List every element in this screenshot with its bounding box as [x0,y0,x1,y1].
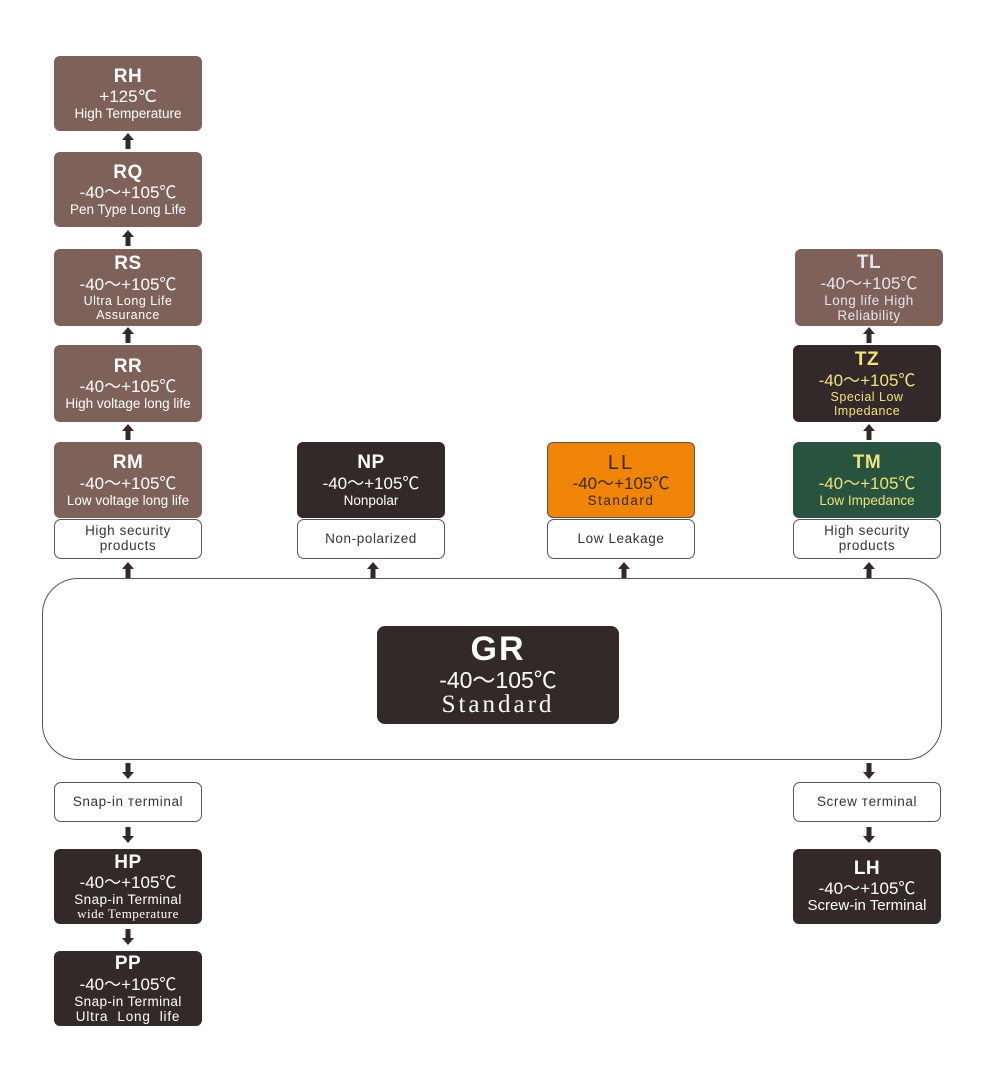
node-code: PP [114,953,142,975]
arrow-up-icon [122,133,134,149]
arrow-up-icon [863,327,875,343]
arrow-up-icon [367,562,379,578]
category-label: Non-polarized [325,530,417,546]
node-hp[interactable]: HP -40～+105℃ Snap-in Terminal wide Tempe… [54,849,202,924]
node-temp: -40～+105℃ [79,473,177,493]
hub-container [42,578,942,760]
node-temp: -40～+105℃ [820,273,918,293]
node-temp: -40～+105℃ [79,183,177,203]
node-rm[interactable]: RM -40～+105℃ Low voltage long life [54,442,202,518]
node-code: RH [113,65,143,87]
node-desc: High Temperature [74,106,182,122]
category-high-security-right[interactable]: High security products [793,519,941,559]
arrow-up-icon [122,562,134,578]
node-code: LL [607,451,635,474]
node-code: NP [357,452,385,474]
node-lh[interactable]: LH -40～+105℃ Screw-in Terminal [793,849,941,924]
node-desc: Snap-in Terminal [74,891,182,907]
category-non-polarized[interactable]: Non-polarized [297,519,445,559]
arrow-up-icon [122,230,134,246]
node-code: RQ [113,161,143,183]
node-desc: Standard [441,690,555,718]
node-desc-line2: wide Temperature [77,905,179,921]
node-desc: Snap-in Terminal [74,993,182,1009]
node-code: TZ [854,349,880,371]
node-desc: High voltage long life [65,396,191,412]
arrow-up-icon [863,562,875,578]
category-label: Screw тerminal [816,793,918,809]
node-temp: -40～+105℃ [79,377,177,397]
node-tl[interactable]: TL -40～+105℃ Long life High Reliability [795,249,943,326]
arrow-up-icon [122,327,134,343]
arrow-down-icon [863,763,875,779]
node-rs[interactable]: RS -40～+105℃ Ultra Long Life Assurance [54,249,202,326]
node-temp: -40～+105℃ [322,473,420,493]
node-desc: Special Low [830,389,904,404]
node-desc: Low Impedance [819,492,915,508]
node-desc: Low voltage long life [66,492,190,508]
node-desc: Long life High [824,292,914,308]
node-desc: Nonpolar [343,492,399,508]
node-code: GR [470,629,526,668]
node-np[interactable]: NP -40～+105℃ Nonpolar [297,442,445,518]
category-screw-terminal[interactable]: Screw тerminal [793,782,941,822]
node-desc-line2: Ultra Long life [75,1008,181,1024]
category-label: High security products [824,523,910,553]
node-gr[interactable]: GR -40～105℃ Standard [377,626,619,724]
node-code: TM [852,452,882,474]
node-desc: Standard [587,493,655,509]
node-temp: -40～+105℃ [79,974,177,994]
node-temp: -40～+105℃ [572,474,670,494]
node-desc-line2: Reliability [837,307,901,323]
category-label: High security products [85,523,171,553]
node-temp: -40～+105℃ [79,274,177,294]
node-temp: -40～+105℃ [818,879,916,899]
node-code: HP [114,851,142,873]
node-rq[interactable]: RQ -40～+105℃ Pen Type Long Life [54,152,202,227]
node-temp: -40～+105℃ [79,872,177,892]
node-temp: -40～105℃ [439,666,557,693]
node-desc-line2: Assurance [96,307,160,322]
node-desc: Ultra Long Life [83,293,173,308]
node-ll[interactable]: LL -40～+105℃ Standard [547,442,695,518]
node-tz[interactable]: TZ -40～+105℃ Special Low Impedance [793,345,941,422]
node-code: TL [856,252,882,274]
category-high-security-left[interactable]: High security products [54,519,202,559]
category-label: Snap-in тerminal [72,793,184,809]
node-desc-line2: Impedance [833,403,901,418]
node-rh[interactable]: RH +125℃ High Temperature [54,56,202,131]
arrow-down-icon [863,827,875,843]
category-low-leakage[interactable]: Low Leakage [547,519,695,559]
node-desc: Pen Type Long Life [69,202,187,218]
node-rr[interactable]: RR -40～+105℃ High voltage long life [54,345,202,422]
node-code: RR [113,355,143,377]
arrow-up-icon [618,562,630,578]
arrow-down-icon [122,827,134,843]
arrow-up-icon [122,424,134,440]
node-code: LH [853,857,881,879]
node-tm[interactable]: TM -40～+105℃ Low Impedance [793,442,941,518]
node-temp: +125℃ [99,87,157,107]
node-temp: -40～+105℃ [818,370,916,390]
arrow-down-icon [122,929,134,945]
node-pp[interactable]: PP -40～+105℃ Snap-in Terminal Ultra Long… [54,951,202,1026]
category-label: Low Leakage [577,530,665,546]
node-desc: Screw-in Terminal [807,897,927,915]
arrow-up-icon [863,424,875,440]
category-snap-in-terminal[interactable]: Snap-in тerminal [54,782,202,822]
node-code: RS [114,253,142,275]
node-code: RM [112,452,144,474]
node-temp: -40～+105℃ [818,473,916,493]
arrow-down-icon [122,763,134,779]
